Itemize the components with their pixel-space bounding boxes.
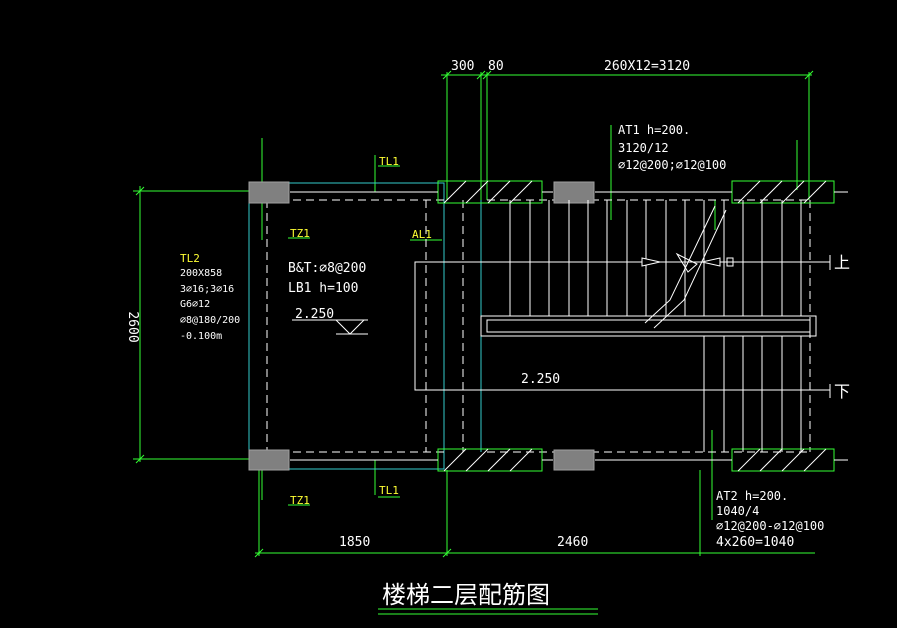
- at2-rebar: ⌀12@200-⌀12@100: [716, 519, 824, 533]
- dim-80: 80: [488, 59, 504, 74]
- level-marker: [292, 319, 368, 335]
- down-label: 下: [834, 382, 850, 401]
- wall-outline: [248, 182, 482, 470]
- dim-300: 300: [451, 59, 474, 74]
- tl1-bottom-label: TL1: [379, 484, 399, 497]
- tl2-size: 200X858: [180, 268, 222, 279]
- dim-bottom-run: 4x260=1040: [716, 535, 794, 550]
- columns: [248, 181, 595, 471]
- tl1-top-label: TL1: [379, 155, 399, 168]
- at1-steps: 3120/12: [618, 141, 669, 155]
- beam-hatch: [290, 180, 848, 472]
- tl2-rebar-main: 3⌀16;3⌀16: [180, 284, 234, 295]
- slab-rebar: B&T:⌀8@200: [288, 261, 366, 276]
- dim-top-run: 260X12=3120: [604, 59, 690, 74]
- tz1-top-label: TZ1: [290, 227, 310, 240]
- up-label: 上: [834, 253, 850, 272]
- at2-name: AT2 h=200.: [716, 489, 788, 503]
- at1-rebar: ⌀12@200;⌀12@100: [618, 158, 726, 172]
- tl2-stirrup: ⌀8@180/200: [180, 315, 240, 326]
- at1-name: AT1 h=200.: [618, 123, 690, 137]
- tl2-name: TL2: [180, 252, 200, 265]
- slab-name: LB1 h=100: [288, 281, 358, 296]
- drawing-title: 楼梯二层配筋图: [382, 581, 550, 609]
- stair-treads: [414, 200, 831, 452]
- dim-2460: 2460: [557, 535, 588, 550]
- dim-1850: 1850: [339, 535, 370, 550]
- tl2-waist: G6⌀12: [180, 299, 210, 310]
- tl2-level: -0.100m: [180, 331, 222, 342]
- beams: [437, 180, 835, 472]
- beam-dashed: [266, 199, 811, 453]
- dim-2600: 2600: [125, 311, 140, 342]
- at2-steps: 1040/4: [716, 504, 759, 518]
- al1-label: AL1: [412, 228, 432, 241]
- level-landing: 2.250: [295, 307, 334, 322]
- dimension-lines: [133, 70, 815, 615]
- tz1-bottom-label: TZ1: [290, 494, 310, 507]
- level-mid: 2.250: [521, 372, 560, 387]
